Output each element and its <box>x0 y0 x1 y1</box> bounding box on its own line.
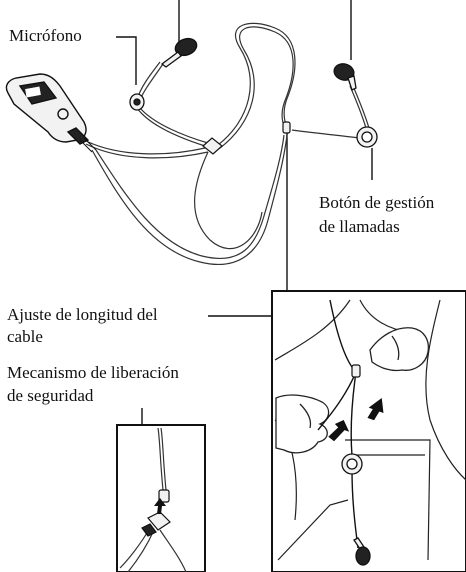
cable-lower-loop-2 <box>95 134 285 259</box>
cable-right-earbud <box>349 85 367 129</box>
cable-left-earbud-b <box>139 63 164 101</box>
inset-wearing-illustration <box>271 290 466 572</box>
label-cable-adjust-line1: Ajuste de longitud del <box>7 305 158 324</box>
cable-loop-top <box>217 22 296 146</box>
label-microphone: Micrófono <box>9 26 82 45</box>
cable-device <box>83 139 206 155</box>
right-earbud <box>333 63 357 91</box>
cable-right-earbud-b <box>352 85 370 129</box>
leader-microphone <box>116 36 137 85</box>
arrow-down-icon <box>328 419 350 442</box>
headset-cables <box>83 22 370 266</box>
cable-length-adjuster <box>282 121 291 134</box>
cable-device-b <box>85 143 209 159</box>
cable-lower-loop-1 <box>91 134 288 266</box>
cable-mic-splitter <box>136 107 206 147</box>
inset-safety-release <box>116 424 206 572</box>
microphone-unit <box>129 93 145 111</box>
arrow-up-icon <box>367 398 384 421</box>
cable-button-adjuster <box>291 129 361 139</box>
arrow-up-small-icon <box>154 498 166 514</box>
cable-loop-top-b <box>219 26 294 149</box>
cable-mic-splitter-b <box>139 107 209 144</box>
cable-lower-loop-3 <box>193 151 263 250</box>
cable-splitter <box>202 137 223 155</box>
music-player-device <box>5 73 97 153</box>
label-safety-release-line1: Mecanismo de liberación <box>7 363 179 382</box>
label-call-button-line2: de llamadas <box>319 217 400 236</box>
call-button-unit <box>356 126 378 148</box>
label-call-button-line1: Botón de gestión <box>319 193 435 212</box>
label-safety-release-line2: de seguridad <box>7 386 94 405</box>
label-cable-adjust-line2: cable <box>7 327 43 346</box>
leader-lines <box>116 0 373 424</box>
left-earbud <box>160 37 198 68</box>
